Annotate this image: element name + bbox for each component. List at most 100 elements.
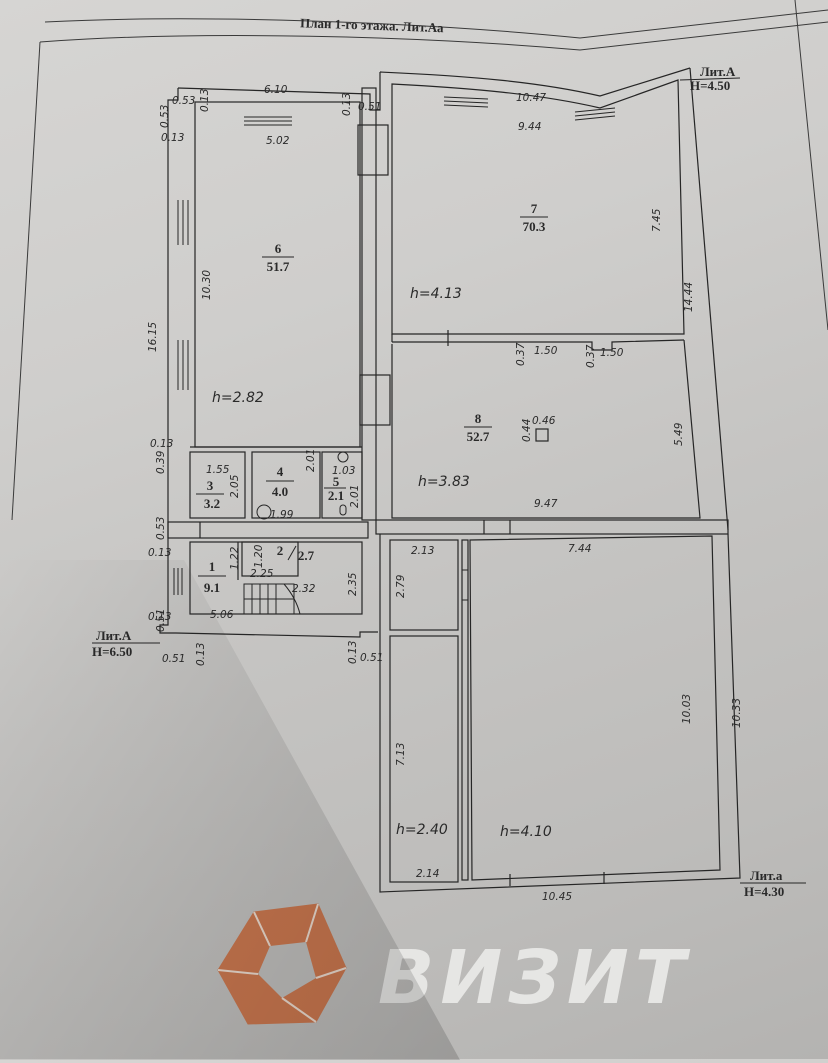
dim-opening-a-depth: 0.37 [515, 342, 527, 366]
room-1-area: 9.1 [204, 580, 220, 595]
dim-hall-height: 2.35 [347, 572, 359, 596]
dim-wall-013-e: 0.13 [148, 547, 171, 559]
dim-room4-height: 2.01 [305, 449, 317, 472]
room-5-area: 2.1 [328, 488, 344, 503]
dim-wall-013-g: 0.13 [195, 643, 207, 666]
dim-top-right-inner: 9.44 [518, 121, 541, 133]
dim-small-room-width: 2.13 [411, 545, 434, 557]
dim-room2-height: 1.20 [253, 544, 265, 568]
literal-labels: Лит.А Н=6.50 Лит.А Н=4.50 Лит.а Н=4.30 [92, 64, 806, 899]
dim-opening-a-width: 1.50 [534, 345, 558, 357]
dim-wall-053-c: 0.53 [155, 517, 167, 540]
dim-wall-051-b: 0.51 [155, 609, 167, 632]
room-7-area: 70.3 [523, 219, 546, 234]
dim-pillar-width: 0.46 [532, 415, 556, 427]
room-3-number: 3 [207, 478, 214, 493]
dim-wall-051-d: 0.51 [360, 652, 383, 664]
dim-room2-width: 2.25 [250, 568, 274, 580]
dim-right-lower-inner: 10.03 [681, 694, 693, 724]
room-label-1: 1 9.1 [198, 559, 226, 595]
ceiling-height-room8: h=3.83 [418, 474, 470, 490]
dimensions: 6.10 5.02 10.47 9.44 9.47 7.44 2.13 2.14… [147, 84, 743, 903]
dim-opening-b-width: 1.50 [600, 347, 624, 359]
room-label-3: 3 3.2 [196, 478, 224, 511]
room-7-number: 7 [531, 201, 538, 216]
room-4-area: 4.0 [272, 484, 288, 499]
ceiling-heights: h=2.82 h=4.13 h=3.83 h=2.40 h=4.10 [212, 286, 552, 840]
dim-bottom-outer: 10.45 [542, 891, 572, 903]
room-labels: 6 51.7 7 70.3 8 52.7 3 3.2 4 4.0 5 2.1 [196, 201, 548, 595]
dim-wall-051-c: 0.51 [162, 653, 185, 665]
dim-right-lower-outer: 10.33 [731, 698, 743, 728]
dim-room5-width: 1.03 [332, 465, 355, 477]
dim-room3-height: 2.05 [229, 474, 241, 498]
dim-room1-height: 1.22 [229, 546, 241, 570]
dim-room3-width: 1.55 [206, 464, 230, 476]
plan-title: План 1-го этажа. Лит.Аа [300, 15, 444, 35]
room-8-area: 52.7 [467, 429, 490, 444]
staircase [243, 583, 301, 615]
ceiling-height-room7: h=4.13 [410, 286, 462, 302]
room-label-7: 7 70.3 [520, 201, 548, 234]
dim-narrow-room-width: 2.14 [416, 868, 439, 880]
dim-wall-013-h: 0.13 [347, 641, 359, 664]
windows [173, 96, 616, 601]
dim-right-outer-upper: 14.44 [683, 282, 695, 312]
dim-wall-013-a: 0.13 [161, 132, 184, 144]
dim-wall-013-f: 0.13 [148, 611, 171, 623]
fixtures [256, 451, 349, 520]
dim-room5-height: 2.01 [349, 485, 361, 508]
dim-narrow-room-height: 7.13 [395, 743, 407, 766]
dim-small-room-height: 2.79 [395, 574, 407, 598]
dim-wall-013-d: 0.13 [150, 438, 173, 450]
dim-room1-width: 5.06 [210, 609, 234, 621]
literal-a-left-height: Н=6.50 [92, 644, 132, 659]
literal-a-lower-name: Лит.а [750, 868, 783, 883]
room-label-4: 4 4.0 [266, 464, 294, 499]
room-5-number: 5 [333, 474, 340, 489]
dim-wall-039: 0.39 [155, 450, 167, 474]
room-2-number: 2 [277, 543, 284, 558]
dim-wall-053-a: 0.53 [172, 95, 195, 107]
room-8-number: 8 [475, 411, 482, 426]
dim-room8-height: 5.49 [673, 422, 685, 446]
watermark: ВИЗИТ [217, 903, 691, 1025]
dim-room4-width: 1.99 [270, 509, 294, 521]
walls [159, 67, 741, 893]
literal-a-left-name: Лит.А [96, 628, 132, 643]
room-label-2: 2 2.7 [277, 543, 315, 563]
brand-name: ВИЗИТ [378, 935, 691, 1021]
sheet-border [11, 0, 828, 521]
dim-wall-053-b: 0.53 [159, 105, 171, 128]
dim-top-right-outer: 10.47 [516, 92, 546, 104]
dim-wall-051-a: 0.51 [358, 101, 381, 113]
room-label-8: 8 52.7 [464, 411, 492, 444]
dim-left-outer: 16.15 [147, 322, 159, 352]
dim-top-left-outer: 6.10 [264, 84, 288, 96]
literal-a-lower-height: Н=4.30 [744, 884, 784, 899]
literal-a-right-name: Лит.А [700, 64, 736, 79]
ceiling-height-narrow: h=2.40 [396, 822, 448, 838]
room-2-area: 2.7 [298, 548, 315, 563]
dim-pillar-height: 0.44 [521, 419, 533, 442]
room-3-area: 3.2 [204, 496, 220, 511]
ceiling-height-large: h=4.10 [500, 824, 552, 840]
dim-room6-height: 10.30 [201, 270, 213, 300]
dim-room8-width: 9.47 [534, 498, 558, 510]
dim-lower-width: 7.44 [568, 543, 591, 555]
room-4-number: 4 [277, 464, 284, 479]
room-1-number: 1 [209, 559, 216, 574]
dim-wall-013-c: 0.13 [341, 93, 353, 116]
room-label-6: 6 51.7 [262, 241, 294, 274]
dim-room7-height: 7.45 [651, 208, 663, 232]
room-6-area: 51.7 [267, 259, 290, 274]
literal-a-right-height: Н=4.50 [690, 78, 730, 93]
dim-opening-b-depth: 0.37 [585, 344, 597, 368]
ceiling-height-room6: h=2.82 [212, 390, 264, 406]
room-label-5: 5 2.1 [324, 474, 346, 503]
dim-stair: 2.32 [292, 583, 316, 595]
dim-top-left-inner: 5.02 [266, 135, 290, 147]
dim-wall-013-b: 0.13 [199, 89, 211, 112]
